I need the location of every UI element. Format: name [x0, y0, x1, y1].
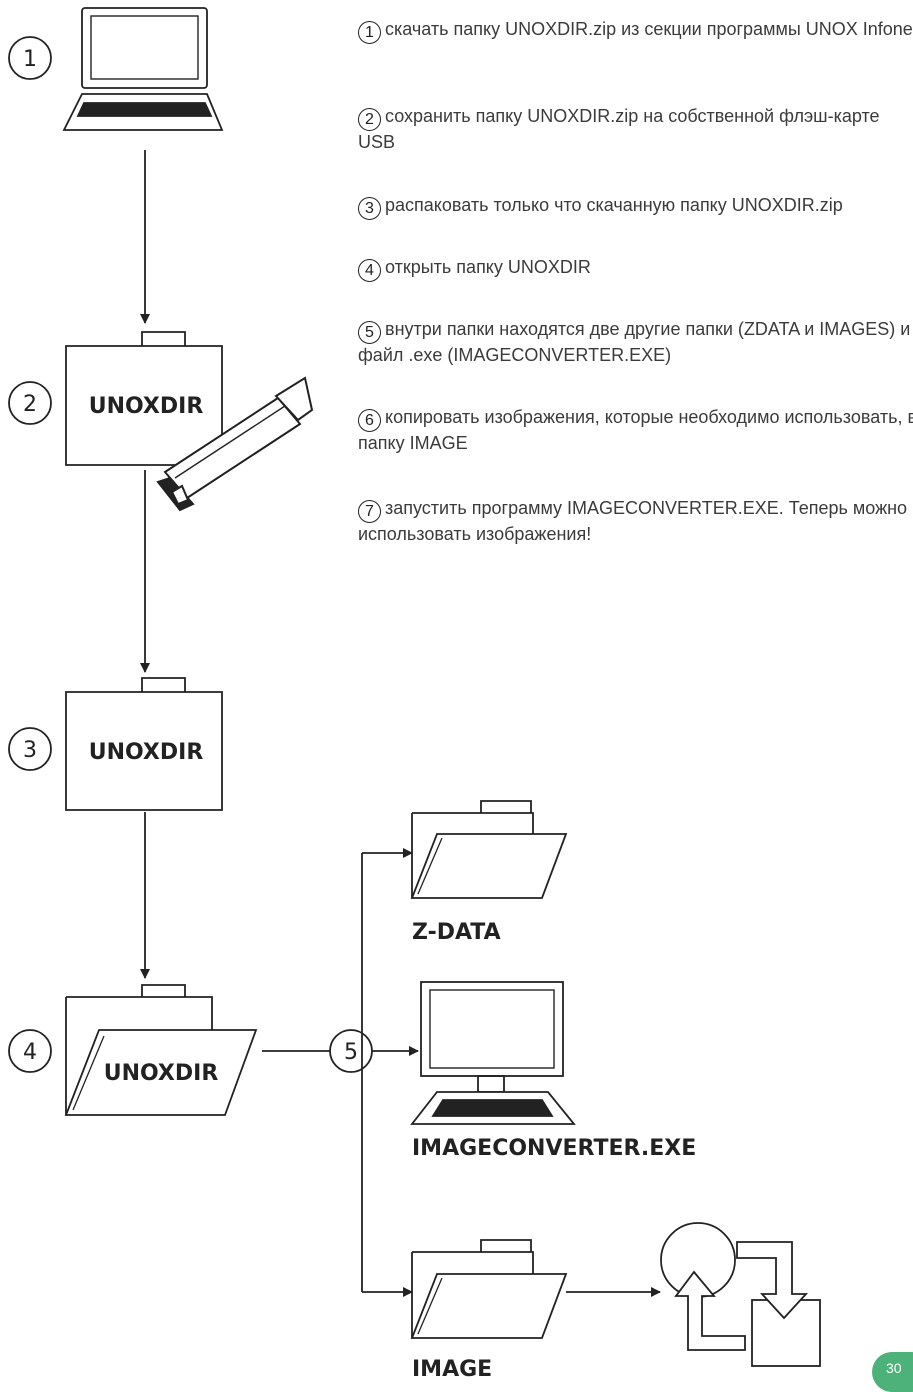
step-marker-1-label: 1 [23, 47, 37, 72]
image-label: IMAGE [412, 1357, 492, 1378]
step-marker-1 [8, 36, 52, 80]
step-marker-2-label: 2 [23, 392, 37, 417]
laptop-icon [62, 7, 224, 131]
step-marker-4 [8, 1029, 52, 1073]
computer-icon [410, 981, 576, 1125]
step-5-number: 5 [358, 321, 381, 344]
folder-label-step2: UNOXDIR [89, 394, 204, 419]
step-1-number: 1 [358, 21, 381, 44]
step-3-number: 3 [358, 197, 381, 220]
exe-label: IMAGECONVERTER.EXE [412, 1136, 696, 1161]
zdata-label: Z-DATA [412, 920, 501, 945]
image-folder-icon [410, 1239, 568, 1339]
step-marker-5-label: 5 [344, 1040, 358, 1065]
step-marker-4-label: 4 [23, 1040, 37, 1065]
step-4-description: открыть папку UNOXDIR [385, 257, 591, 277]
step-6-number: 6 [358, 409, 381, 432]
step-7-description: запустить программу IMAGECONVERTER.EXE. … [358, 498, 908, 544]
conversion-process-icon [660, 1222, 821, 1367]
step-marker-3 [8, 727, 52, 771]
folder-icon-step3 [65, 677, 223, 811]
step-5-description: внутри папки находятся две другие папки … [358, 319, 911, 365]
open-folder-icon-step4 [64, 984, 258, 1116]
step-1-description: скачать папку UNOXDIR.zip из секции прог… [385, 19, 913, 39]
usb-stick-icon [156, 376, 314, 512]
step-2-description: сохранить папку UNOXDIR.zip на собственн… [358, 106, 880, 152]
step-4-number: 4 [358, 259, 381, 282]
step-marker-3-label: 3 [23, 738, 37, 763]
page-number-badge: 30 [872, 1352, 913, 1392]
folder-label-step3: UNOXDIR [89, 740, 204, 765]
step-7-number: 7 [358, 500, 381, 523]
step-marker-2 [8, 381, 52, 425]
zdata-folder-icon [410, 800, 568, 899]
step-6-description: копировать изображения, которые необходи… [358, 407, 913, 453]
step-2-number: 2 [358, 108, 381, 131]
folder-label-step4: UNOXDIR [104, 1061, 219, 1086]
step-3-description: распаковать только что скачанную папку U… [385, 195, 843, 215]
